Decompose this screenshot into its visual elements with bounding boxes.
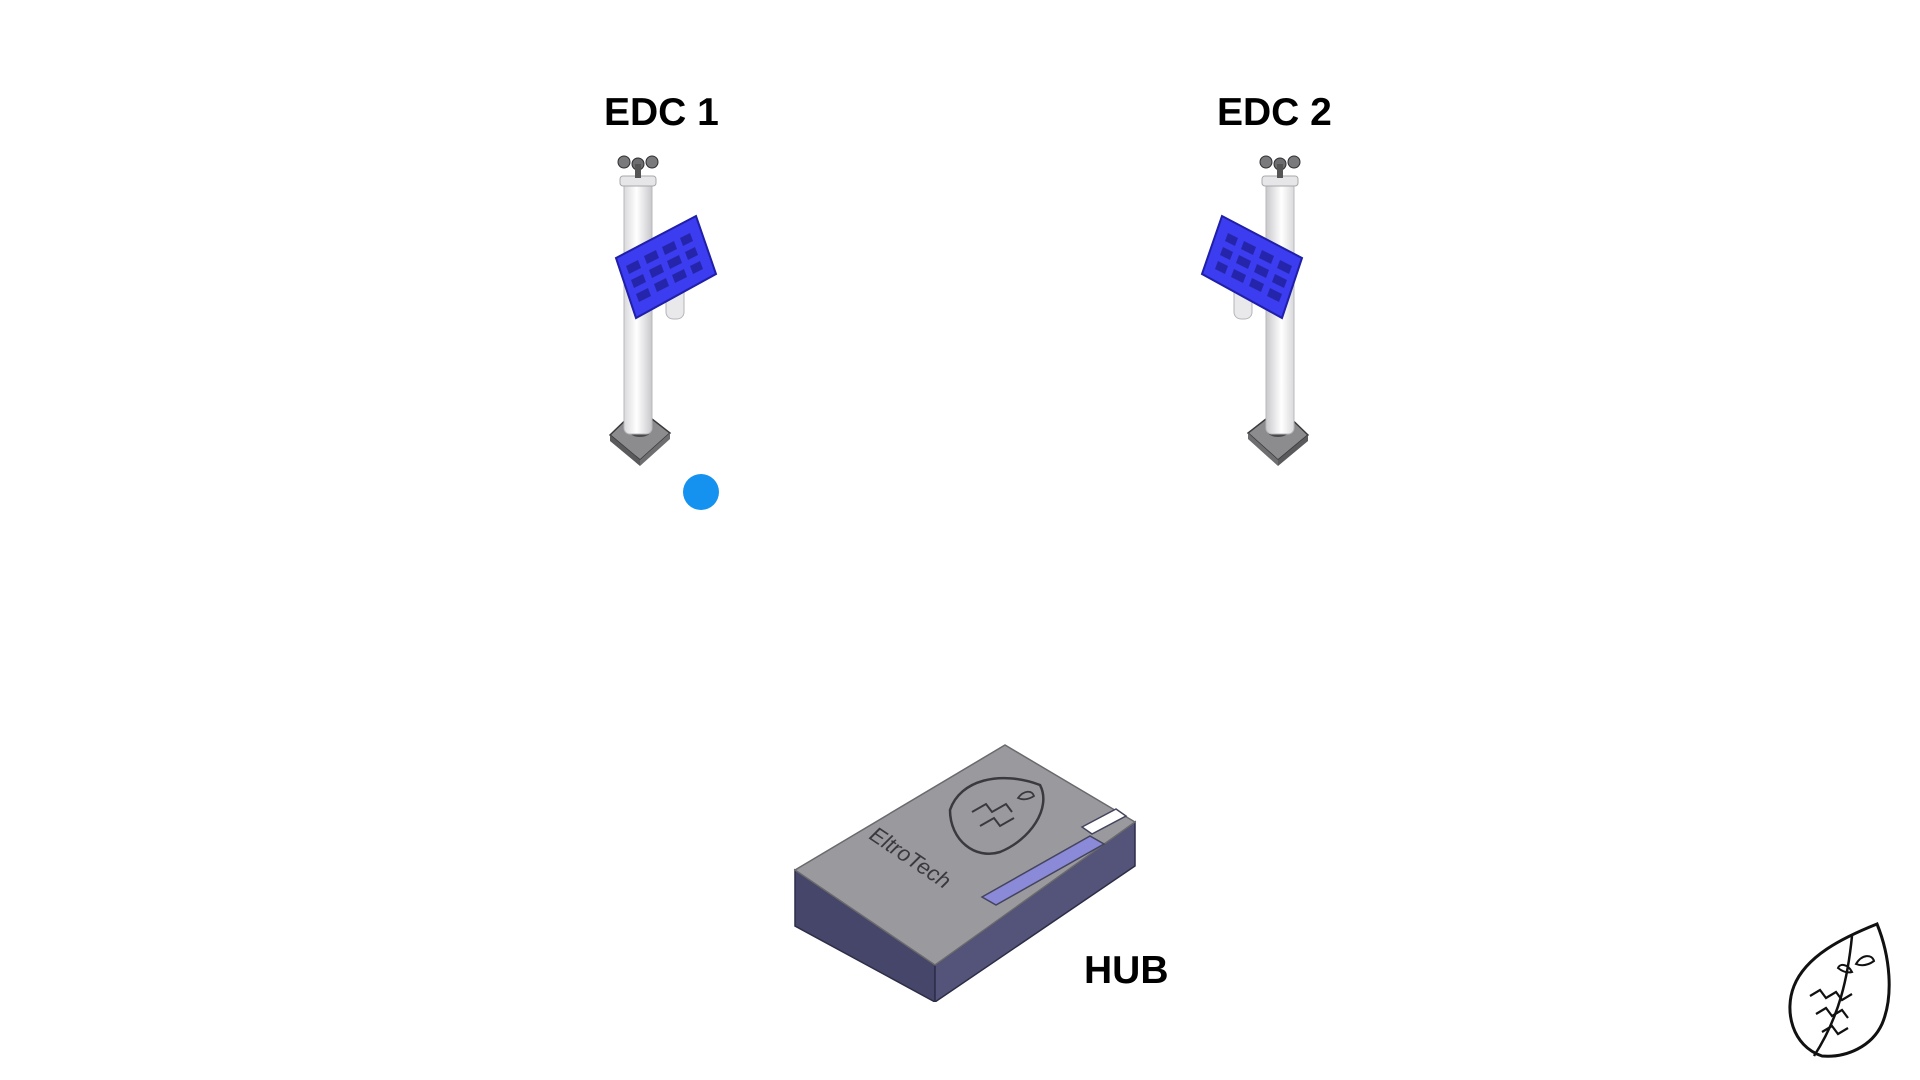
hub-label: HUB [1084,949,1169,992]
weather-station-icon [608,155,718,466]
status-dot [683,474,719,510]
weather-station-icon [1200,155,1310,466]
station-label-edc2: EDC 2 [1217,91,1332,134]
station-label-edc1: EDC 1 [604,91,719,134]
leaf-logo-icon [1788,922,1891,1058]
hub-box-icon: EltroTech [793,744,1137,1002]
